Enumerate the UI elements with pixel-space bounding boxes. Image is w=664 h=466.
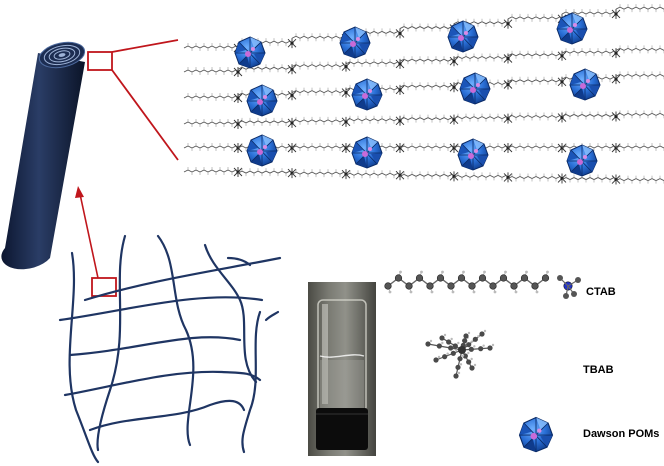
tbab-molecule-icon <box>425 329 495 379</box>
tbab-label: TBAB <box>583 364 614 376</box>
zoom-arrow <box>75 186 117 297</box>
fiber-network-icon <box>58 234 282 464</box>
callout-lines <box>87 39 179 161</box>
pom-surfactant-lattice <box>183 3 664 186</box>
cylinder-icon <box>1 41 86 270</box>
dawson-pom-icon <box>518 416 554 453</box>
gel-vial-photo <box>308 282 376 456</box>
dawson-pom-label: Dawson POMs <box>583 428 660 440</box>
ctab-molecule-icon <box>384 270 581 299</box>
ctab-label: CTAB <box>586 286 616 298</box>
